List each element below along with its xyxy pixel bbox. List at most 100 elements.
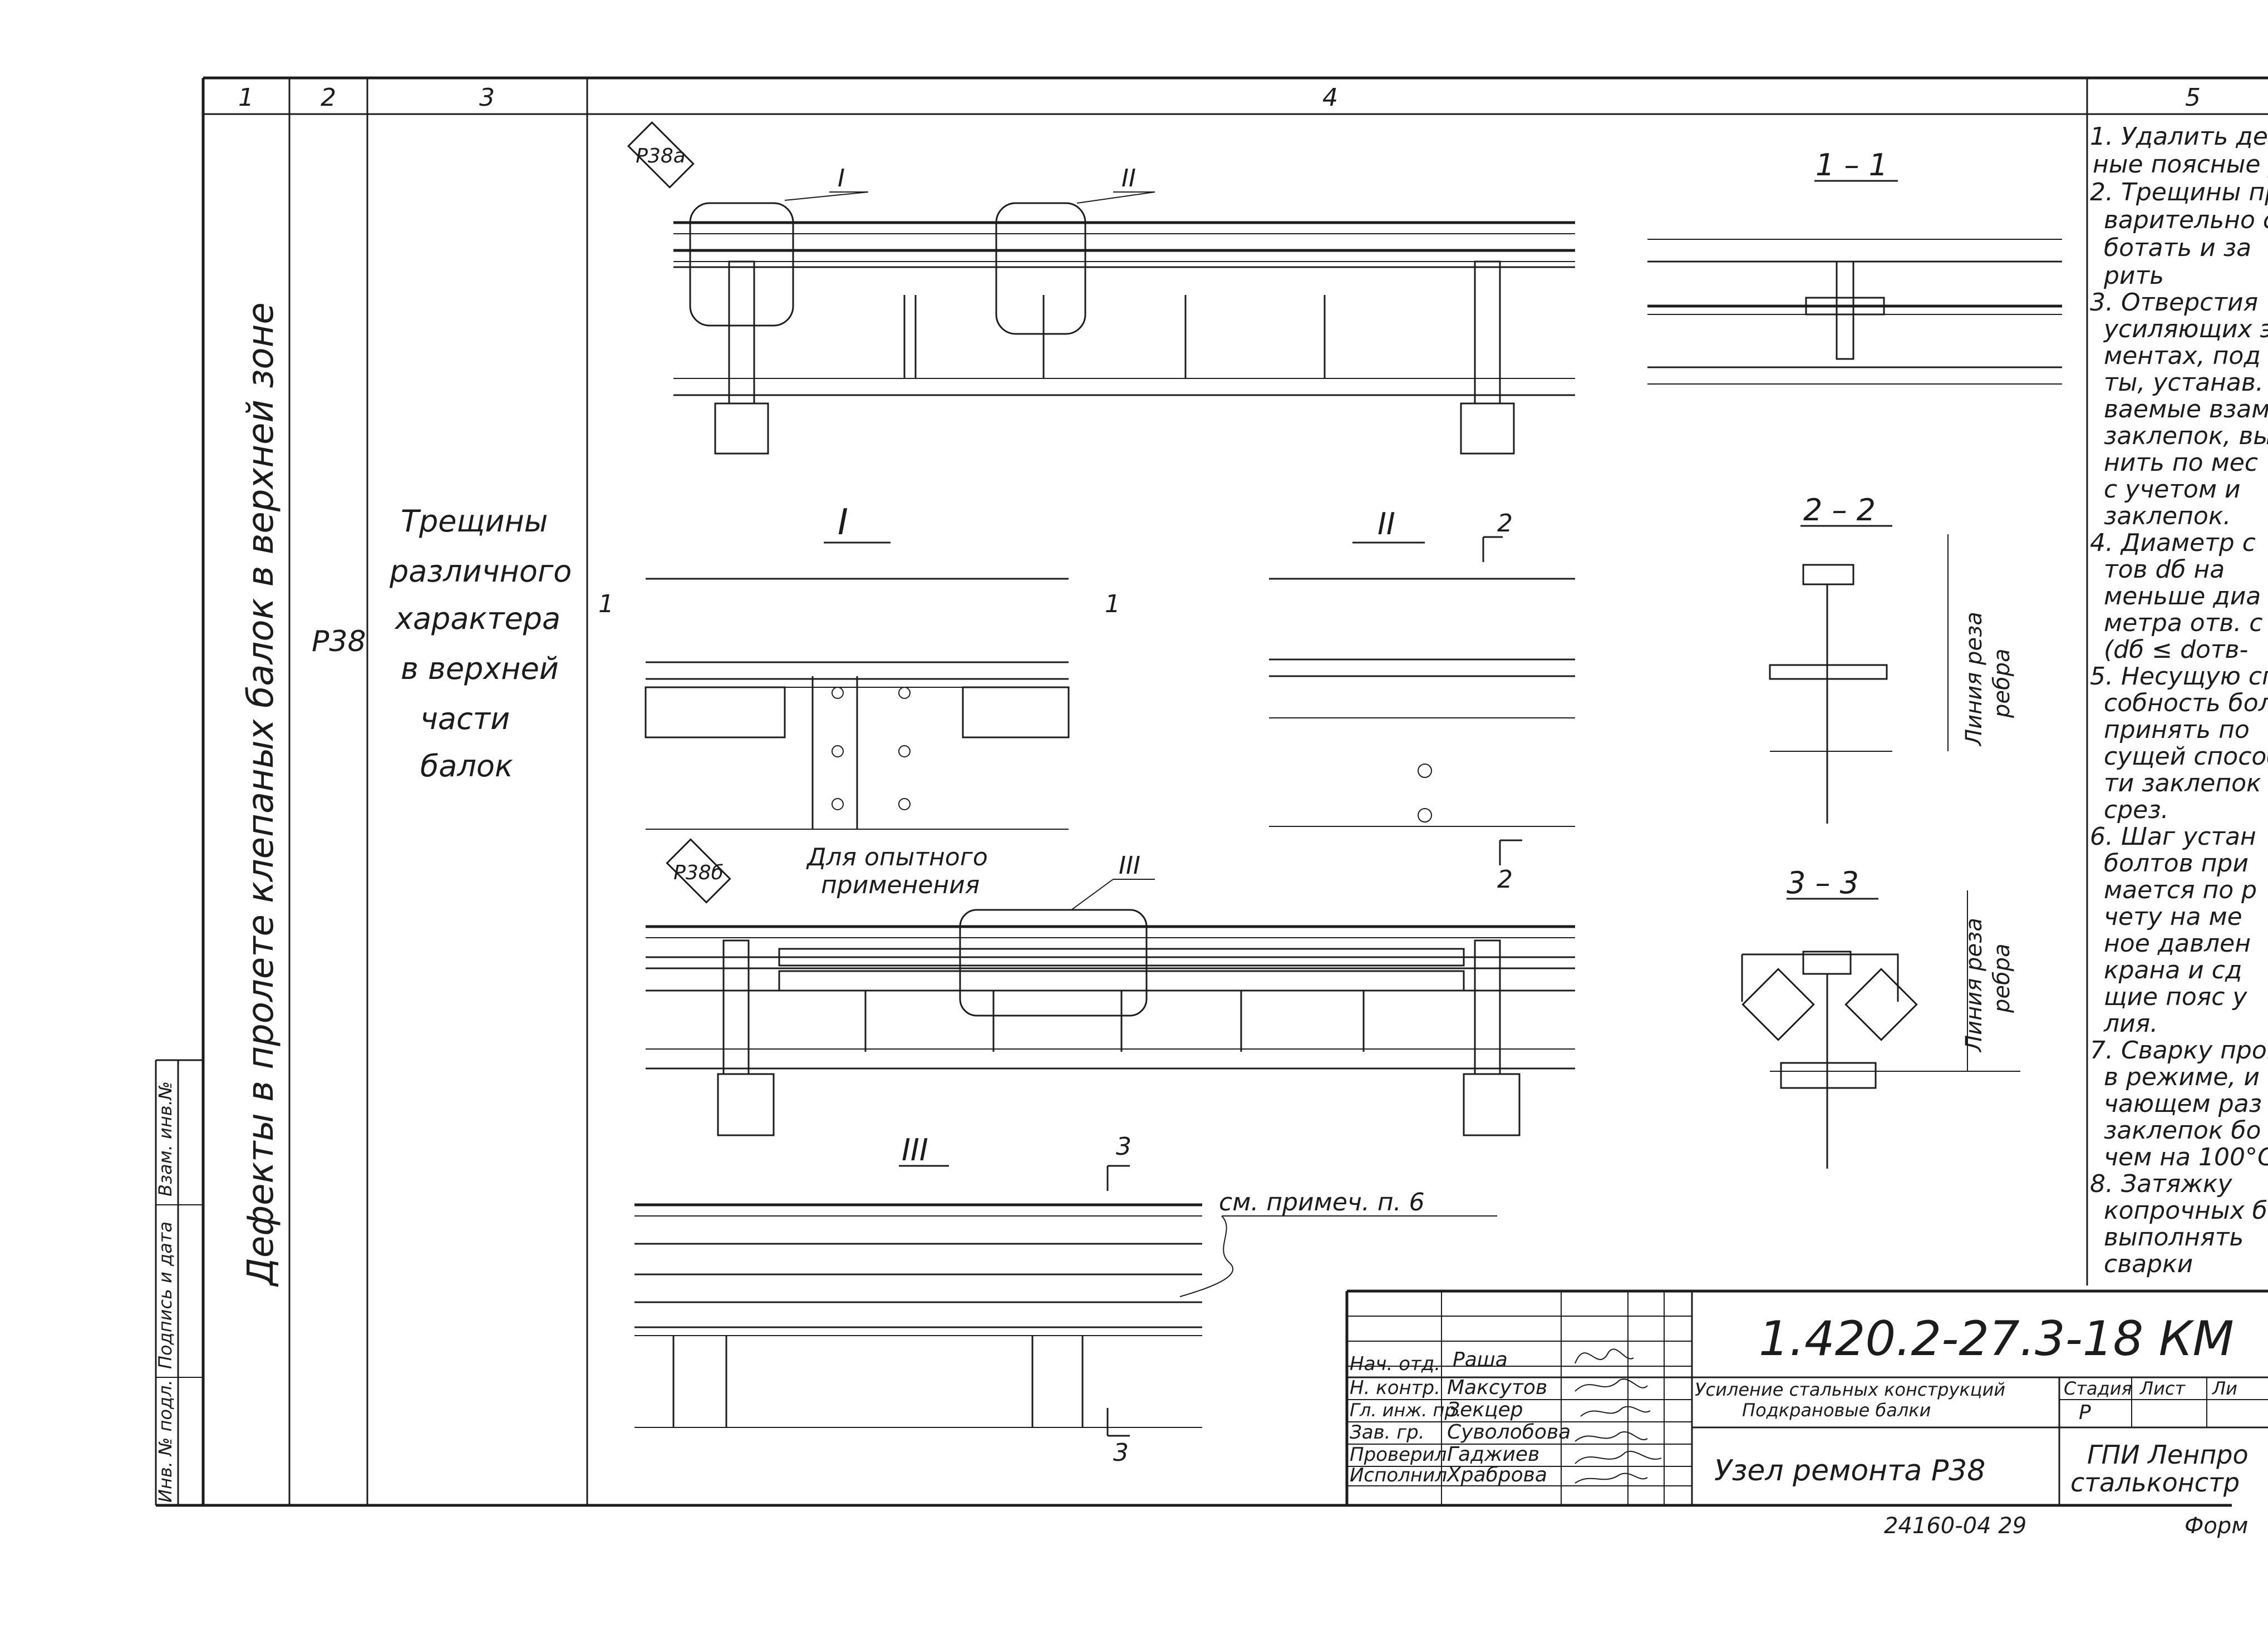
note-line: собность бол: [2104, 689, 2268, 717]
note-line: тов dб на: [2104, 555, 2225, 584]
note-line: 4. Диаметр с: [2090, 529, 2256, 557]
column-number: 3: [479, 83, 495, 112]
node-frame-ii: [995, 202, 1086, 335]
note-line: метра отв. с: [2104, 609, 2262, 637]
note-line: (dб ≤ dотв-: [2104, 636, 2248, 664]
note-line: усиляющих э: [2103, 315, 2268, 343]
tag-p38a: Р38а: [636, 145, 686, 168]
org-name: ГПИ Ленпро: [2087, 1440, 2249, 1470]
note-line: заклепок.: [2104, 502, 2231, 530]
doc-number: 1.420.2-27.3-18 КМ: [1759, 1311, 2234, 1367]
role-name: Гаджиев: [1447, 1443, 1539, 1466]
sheet-title: Узел ремонта Р38: [1714, 1454, 1985, 1488]
note-line: копрочных б: [2104, 1196, 2267, 1225]
cut-mark: 2: [1497, 865, 1513, 894]
notes-column: 1. Удалить деф ные поясные у 2. Трещины …: [2090, 122, 2268, 1278]
note-line: ные поясные у: [2093, 150, 2268, 179]
note-line: ботать и за: [2104, 234, 2251, 262]
beam-elevation-p38a: [627, 121, 1575, 455]
cut-line-label: ребра: [1989, 648, 2015, 718]
description-line: различного: [389, 554, 572, 589]
note-line: 5. Несущую сп: [2090, 662, 2268, 691]
cut-mark: 2: [1497, 509, 1513, 538]
node-label-ii: II: [1121, 164, 1136, 193]
note-line: 7. Сварку прои: [2090, 1036, 2268, 1065]
note-line: лия.: [2103, 1009, 2158, 1038]
node-frame-i: [689, 202, 794, 327]
cut-line-label: Линия реза: [1961, 918, 1987, 1053]
role-name: Храброва: [1446, 1464, 1547, 1486]
description-line: части: [420, 701, 510, 736]
experimental-note: применения: [821, 871, 980, 899]
note-line: 6. Шаг устан: [2090, 823, 2256, 851]
side-stamp-label: Подпись и дата: [155, 1222, 176, 1369]
note-line: варительно с: [2104, 206, 2268, 234]
node-label-i: I: [838, 164, 845, 193]
node-iii-detail: [634, 1165, 1497, 1437]
note-line: крана и сд: [2104, 956, 2242, 984]
section-label-1-1: 1 – 1: [1816, 147, 1888, 183]
description-line: характера: [394, 601, 560, 636]
stage-label: Стадия: [2064, 1378, 2132, 1399]
note-line: ное давлен: [2104, 929, 2251, 958]
cut-mark: 1: [1105, 590, 1120, 618]
repair-code: Р38: [312, 625, 366, 658]
note-line: ты, устанав.: [2104, 368, 2264, 397]
note-line: нить по мес: [2104, 449, 2258, 477]
frame: [155, 76, 2268, 1507]
node-title-i: I: [838, 502, 848, 543]
role-label: Зав. гр.: [1350, 1421, 1425, 1444]
description-line: в верхней: [401, 651, 559, 686]
column-number: 2: [321, 83, 336, 112]
role-name: Зекцер: [1447, 1398, 1523, 1421]
side-stamp-label: Взам. инв.№: [155, 1081, 176, 1196]
cut-mark: 1: [598, 590, 614, 618]
format-label: Форм: [2185, 1513, 2248, 1539]
description-line: балок: [420, 748, 513, 784]
tag-p38b: Р38б: [673, 861, 724, 884]
note-line: заклепок, вы: [2104, 422, 2268, 450]
note-line: принять по: [2104, 716, 2250, 744]
column-number: 1: [238, 83, 254, 112]
cut-line-label: ребра: [1989, 943, 2015, 1013]
note-line: 3. Отверстия: [2090, 288, 2258, 317]
role-label: Проверил: [1350, 1444, 1447, 1466]
note-line: ти заклепок: [2104, 769, 2261, 797]
role-name: Суволобова: [1447, 1421, 1571, 1444]
column-number: 4: [1322, 83, 1338, 112]
note-line: мается по р: [2104, 876, 2257, 904]
footer-code: 24160-04 29: [1884, 1513, 2026, 1539]
note-line: 1. Удалить деф: [2090, 122, 2268, 151]
stage-value: Р: [2079, 1401, 2091, 1424]
description-line: Трещины: [401, 504, 548, 539]
signatures: [1575, 1348, 1662, 1484]
section-label-2-2: 2 – 2: [1803, 493, 1876, 528]
node-ii-detail: [1269, 536, 1575, 865]
node-title-iii: III: [902, 1132, 928, 1168]
tag-diamond: [627, 121, 695, 189]
note-line: чем на 100°С: [2104, 1143, 2268, 1171]
section-2-2: [1769, 525, 1949, 824]
note-line: рить: [2103, 262, 2164, 290]
section-3-3: [1741, 890, 2020, 1169]
cut-line-label: Линия реза: [1961, 612, 1987, 747]
beam-elevation-p38b: [646, 838, 1575, 1136]
cut-mark: 3: [1116, 1132, 1131, 1161]
note-line: срез.: [2104, 796, 2169, 824]
title-block: [1345, 1289, 2268, 1505]
sheet-label: Лист: [2139, 1378, 2186, 1399]
subject-name: Подкрановые балки: [1742, 1400, 1931, 1421]
side-stamp-label: Инв. № подл.: [155, 1380, 176, 1503]
tag-diamond: [666, 838, 731, 904]
see-note: см. примеч. п. 6: [1219, 1188, 1425, 1217]
section-1-1: [1647, 180, 2062, 385]
defect-title: Дефекты в пролете клепаных балок в верхн…: [240, 302, 282, 1287]
role-label: Исполнил: [1350, 1464, 1447, 1486]
project-name: Усиление стальных конструкций: [1695, 1379, 2005, 1400]
note-line: ментах, под: [2104, 342, 2261, 370]
org-name: стальконстр: [2070, 1467, 2240, 1498]
column-number: 5: [2185, 83, 2201, 112]
node-frame-iii: [959, 909, 1148, 1017]
role-name: Максутов: [1447, 1376, 1547, 1399]
